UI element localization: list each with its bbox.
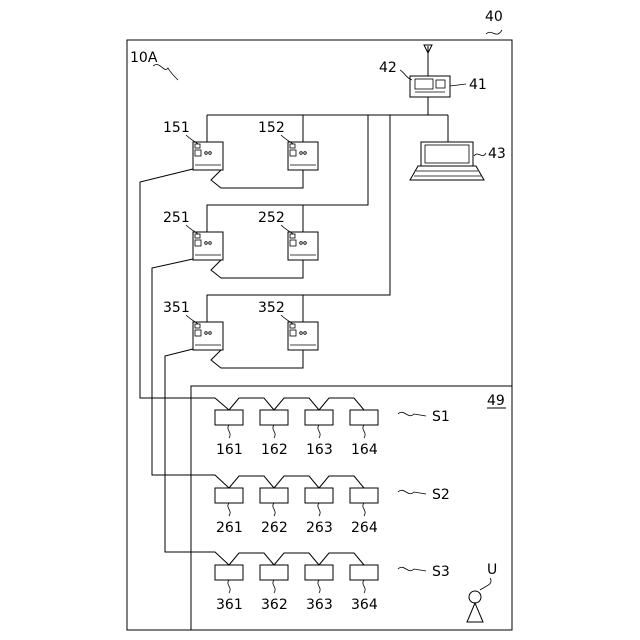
user-figure — [467, 591, 483, 622]
controller-151: 151 — [163, 120, 223, 170]
user-label: U — [487, 562, 497, 578]
laptop-icon — [410, 142, 484, 180]
sensor-362 — [260, 565, 288, 580]
controller-252: 252 — [258, 210, 318, 260]
wire-7 — [211, 169, 303, 188]
sensor-groups: 161 162 163 164 S1 261 262 263 264 S2 361 362 363 364… — [215, 398, 450, 613]
subsystem-label-leader — [153, 64, 178, 80]
terminal-label: 41 — [469, 77, 487, 93]
sensor-group-S3: 361 362 363 364 S3 — [215, 553, 450, 613]
sensor-label-161: 161 — [216, 442, 243, 458]
sensor-label-163: 163 — [306, 442, 333, 458]
sensor-364 — [350, 565, 378, 580]
sensor-263 — [305, 488, 333, 503]
sensor-label-363: 363 — [306, 597, 333, 613]
wire-4 — [207, 115, 368, 232]
sensor-161 — [215, 410, 243, 425]
sensor-361 — [215, 565, 243, 580]
sensor-262 — [260, 488, 288, 503]
sensor-261 — [215, 488, 243, 503]
sensor-162 — [260, 410, 288, 425]
sensor-label-264: 264 — [351, 520, 378, 536]
sensor-label-162: 162 — [261, 442, 288, 458]
antenna-unit-label: 42 — [379, 60, 397, 76]
room-label: 49 — [487, 393, 505, 409]
controller-351: 351 — [163, 300, 223, 350]
wire-3 — [207, 115, 303, 142]
wire-9 — [211, 259, 303, 278]
controller-352: 352 — [258, 300, 318, 350]
sensor-label-262: 262 — [261, 520, 288, 536]
system-label-leader — [486, 30, 502, 34]
controller-label-151: 151 — [163, 120, 190, 136]
controllers: 151 152 251 252 351 352 — [163, 120, 318, 350]
sensor-label-361: 361 — [216, 597, 243, 613]
sensor-163 — [305, 410, 333, 425]
controller-label-252: 252 — [258, 210, 285, 226]
user-label-leader — [480, 578, 491, 590]
controller-251: 251 — [163, 210, 223, 260]
controller-label-352: 352 — [258, 300, 285, 316]
sensor-group-label-S2: S2 — [432, 487, 450, 503]
controller-152: 152 — [258, 120, 318, 170]
sensor-group-label-S3: S3 — [432, 564, 450, 580]
sensor-label-362: 362 — [261, 597, 288, 613]
controller-label-152: 152 — [258, 120, 285, 136]
controller-label-351: 351 — [163, 300, 190, 316]
sensor-label-263: 263 — [306, 520, 333, 536]
laptop-label: 43 — [488, 146, 506, 162]
wire-1 — [207, 97, 448, 115]
sensor-label-364: 364 — [351, 597, 378, 613]
wire-11 — [211, 349, 303, 368]
terminal-label-leader — [450, 84, 466, 86]
controller-label-251: 251 — [163, 210, 190, 226]
terminal-device — [410, 45, 450, 97]
system-label: 40 — [485, 9, 503, 25]
sensor-group-S2: 261 262 263 264 S2 — [215, 476, 450, 536]
sensor-264 — [350, 488, 378, 503]
sensor-label-164: 164 — [351, 442, 378, 458]
sensor-164 — [350, 410, 378, 425]
sensor-label-261: 261 — [216, 520, 243, 536]
sensor-group-S1: 161 162 163 164 S1 — [215, 398, 450, 458]
sensor-363 — [305, 565, 333, 580]
laptop-label-leader — [474, 153, 486, 156]
sensor-group-label-S1: S1 — [432, 409, 450, 425]
subsystem-label: 10A — [130, 50, 158, 66]
